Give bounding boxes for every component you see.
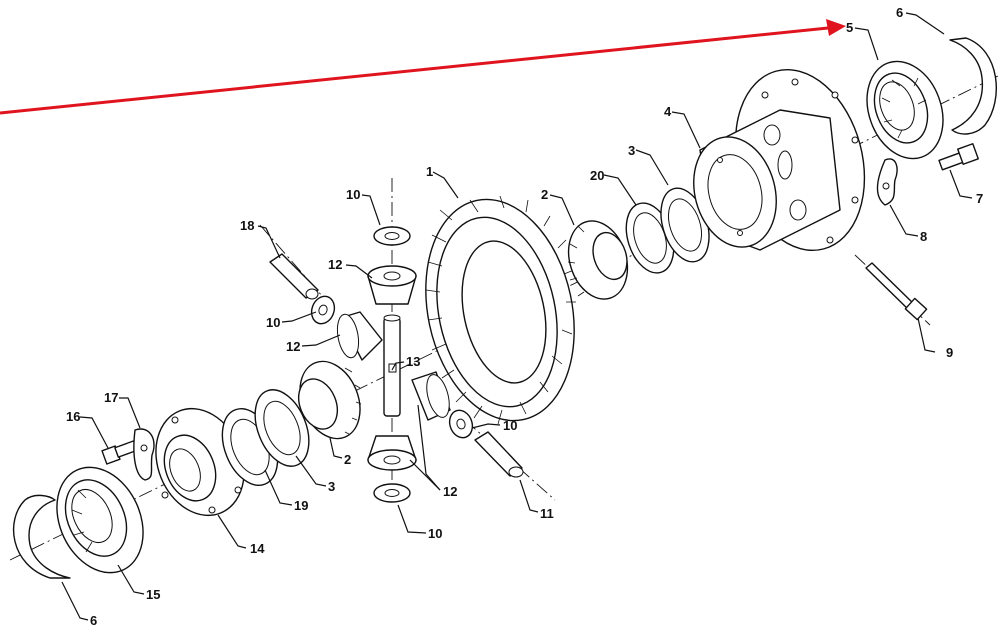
callout-9: 9 xyxy=(946,345,953,360)
callout-11: 11 xyxy=(540,506,554,521)
lock-plate-17 xyxy=(133,428,155,481)
pin-11 xyxy=(474,431,524,478)
snap-ring-right xyxy=(949,37,997,135)
callout-10-right: 10 xyxy=(503,418,517,433)
callout-2-left: 2 xyxy=(344,452,351,467)
lock-plate-8 xyxy=(876,158,898,206)
highlight-arrow xyxy=(0,19,846,115)
pinion-gear-12-right xyxy=(411,371,451,421)
callout-1: 1 xyxy=(426,164,433,179)
callout-6-left: 6 xyxy=(90,613,97,628)
bolt-7 xyxy=(938,143,979,171)
side-gear-2-right xyxy=(567,220,629,300)
side-gear-2-left xyxy=(297,360,362,440)
ring-gear-1 xyxy=(425,195,576,425)
callout-12-bottom: 12 xyxy=(443,484,457,499)
callout-10-bottom: 10 xyxy=(428,526,442,541)
callout-14: 14 xyxy=(250,541,265,556)
callout-6-right: 6 xyxy=(896,5,903,20)
callout-4: 4 xyxy=(664,104,672,119)
callout-13: 13 xyxy=(406,354,420,369)
differential-housing-4 xyxy=(693,68,866,252)
callout-10-top: 10 xyxy=(346,187,360,202)
callout-7: 7 xyxy=(976,191,983,206)
bolt-16 xyxy=(101,440,138,465)
pinion-gear-12-left xyxy=(336,311,383,361)
callout-3-left: 3 xyxy=(328,479,335,494)
callout-20: 20 xyxy=(590,168,604,183)
callout-19: 19 xyxy=(294,498,308,513)
callout-5: 5 xyxy=(846,20,853,35)
callout-16: 16 xyxy=(66,409,80,424)
callout-17: 17 xyxy=(104,390,118,405)
washer-10-left xyxy=(310,295,336,325)
callout-10-left: 10 xyxy=(266,315,280,330)
pinion-gear-12-top xyxy=(367,265,417,305)
washer-10-right xyxy=(448,409,474,439)
thrust-washer-3-left xyxy=(254,389,310,467)
cross-shaft-13 xyxy=(383,314,401,417)
pin-18 xyxy=(269,253,319,300)
washer-10-top xyxy=(373,226,411,246)
pinion-gear-12-bottom xyxy=(367,435,417,471)
snap-ring-left xyxy=(12,494,71,579)
callout-15: 15 xyxy=(146,587,160,602)
callout-18: 18 xyxy=(240,218,254,233)
flange-cap-14 xyxy=(155,407,245,517)
bearing-right-5 xyxy=(866,60,944,160)
bearing-left xyxy=(56,466,144,574)
callout-2-right: 2 xyxy=(541,187,548,202)
callout-3-right: 3 xyxy=(628,143,635,158)
callout-labels: 1 2 3 20 4 5 6 7 8 9 10 12 10 12 18 13 1… xyxy=(66,5,983,628)
washer-10-bottom xyxy=(373,483,411,503)
callout-8: 8 xyxy=(920,229,927,244)
long-bolt-9 xyxy=(865,262,928,321)
callout-12-top: 12 xyxy=(328,257,342,272)
callout-12-left: 12 xyxy=(286,339,300,354)
leader-lines xyxy=(61,12,973,621)
